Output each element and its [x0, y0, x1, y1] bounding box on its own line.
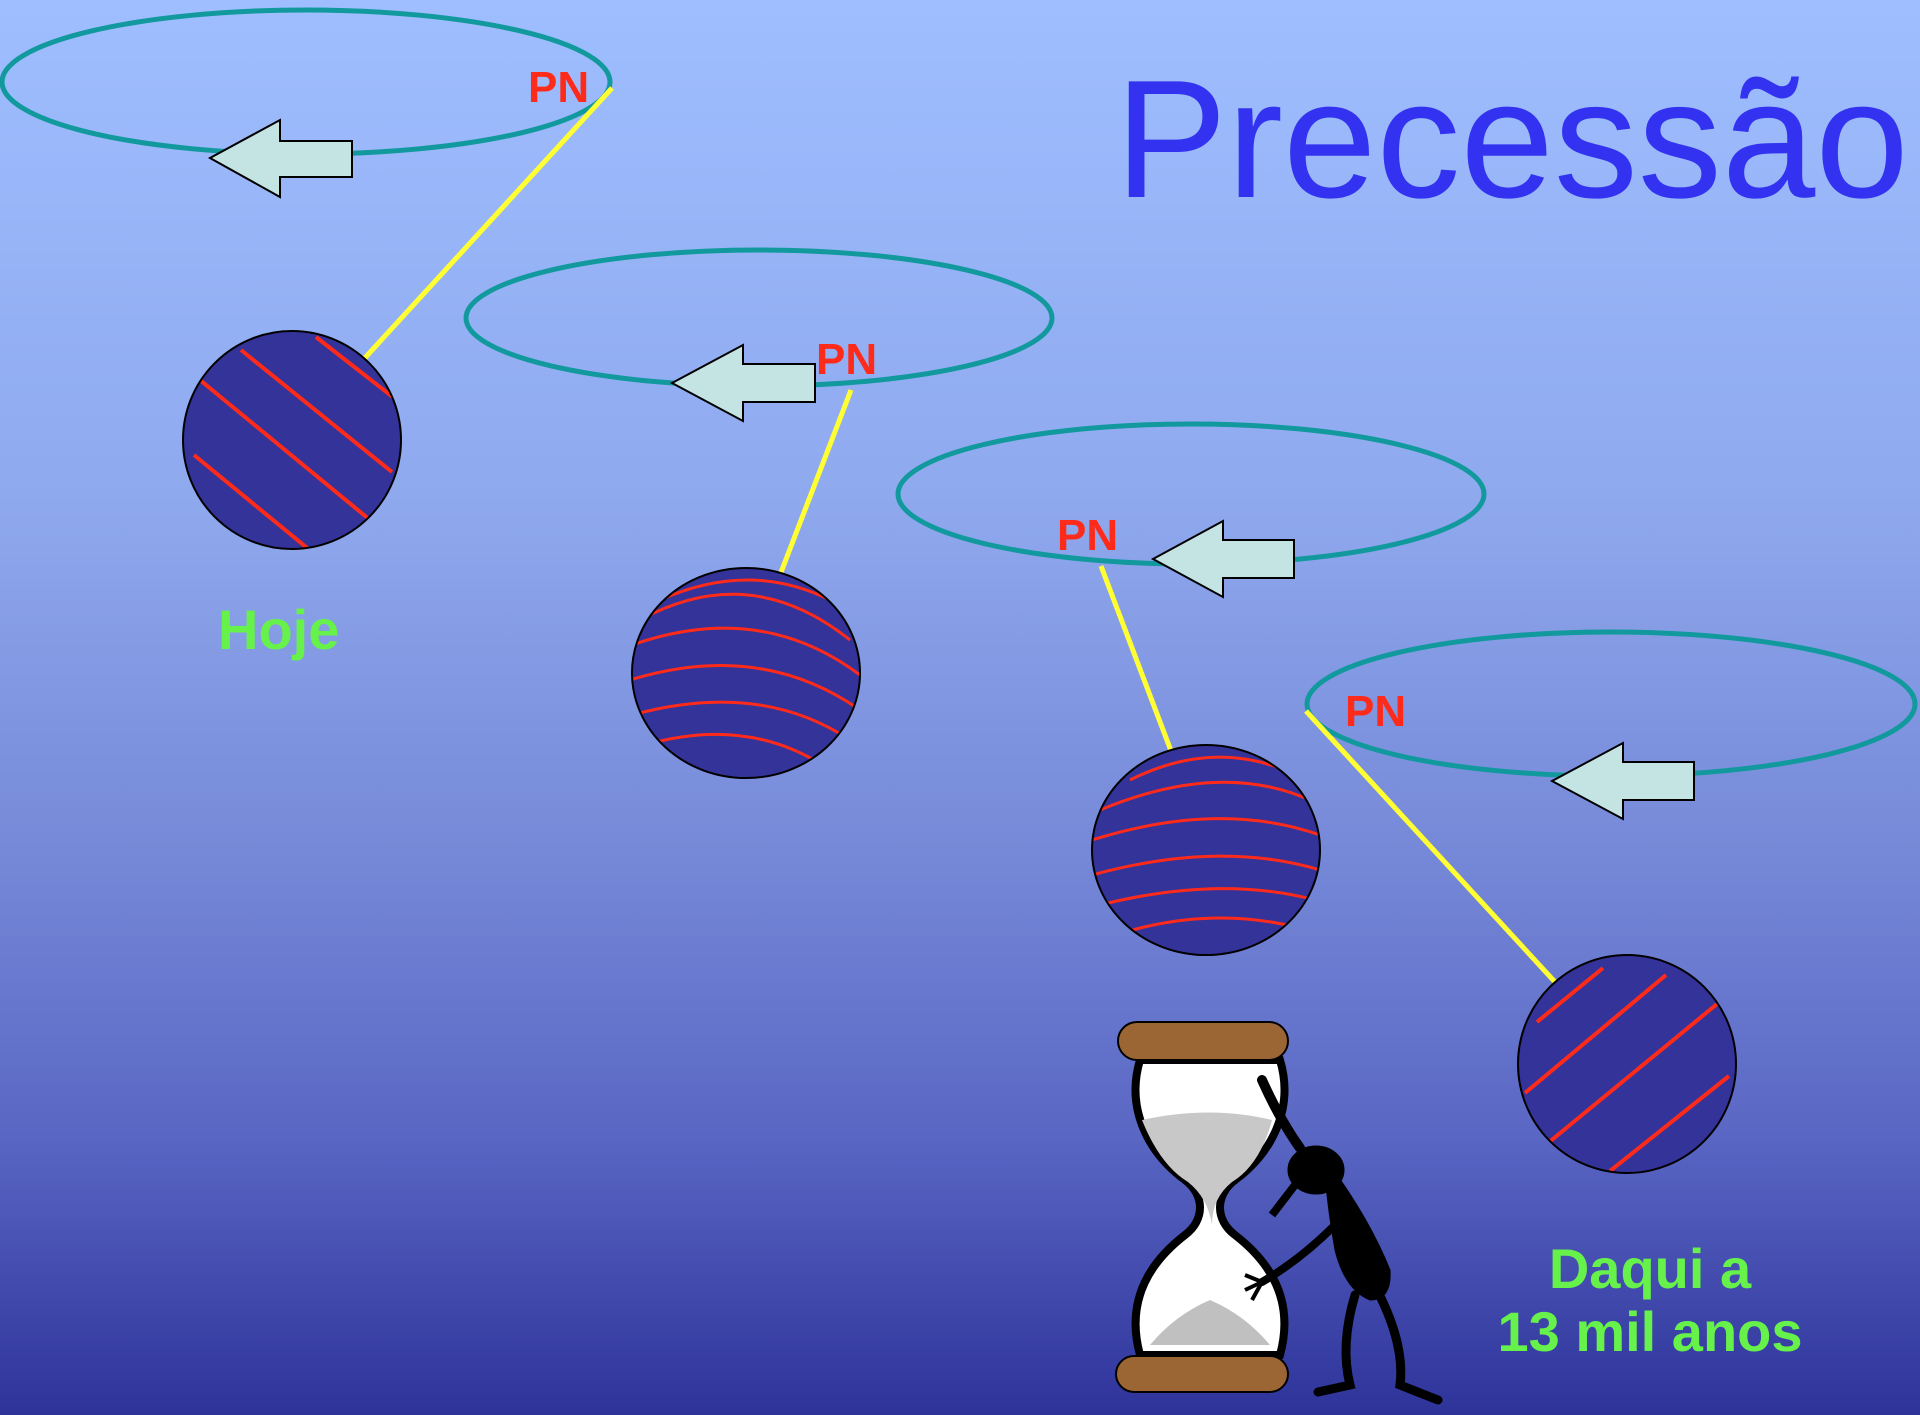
- pushing-figure: [1244, 1075, 1443, 1405]
- precession-stage-4: [1304, 629, 1918, 1174]
- caption-future-line-1: Daqui a: [1548, 1237, 1752, 1300]
- rotation-axis: [1304, 709, 1557, 984]
- left-arrow-icon: [1549, 741, 1695, 821]
- north-pole-label: PN: [1345, 687, 1407, 736]
- caption-future-line-2: 13 mil anos: [1497, 1299, 1803, 1363]
- precession-stage-3: [895, 421, 1487, 956]
- precession-orbit: [0, 7, 613, 157]
- left-arrow-icon: [669, 343, 816, 423]
- caption-today: Hoje: [218, 598, 340, 661]
- rotation-axis: [361, 86, 614, 362]
- slide-title: Precessão: [1115, 45, 1909, 233]
- north-pole-label: PN: [816, 335, 878, 384]
- earth-globe: [1517, 954, 1737, 1174]
- north-pole-label: PN: [1057, 511, 1119, 560]
- north-pole-label: PN: [528, 63, 590, 112]
- rotation-axis: [1098, 565, 1179, 765]
- earth-globe: [631, 567, 861, 779]
- hourglass: [1115, 1021, 1289, 1393]
- earth-globe: [1091, 744, 1321, 956]
- left-arrow-icon: [207, 118, 353, 199]
- earth-globe: [182, 330, 402, 550]
- precession-stage-1: [0, 7, 614, 550]
- left-arrow-icon: [1150, 519, 1295, 599]
- rotation-axis: [772, 389, 854, 589]
- precession-stage-2: [463, 247, 1055, 779]
- caption-future: Daqui a 13 mil anos: [1472, 1237, 1828, 1363]
- hourglass-illustration: [1115, 1021, 1443, 1405]
